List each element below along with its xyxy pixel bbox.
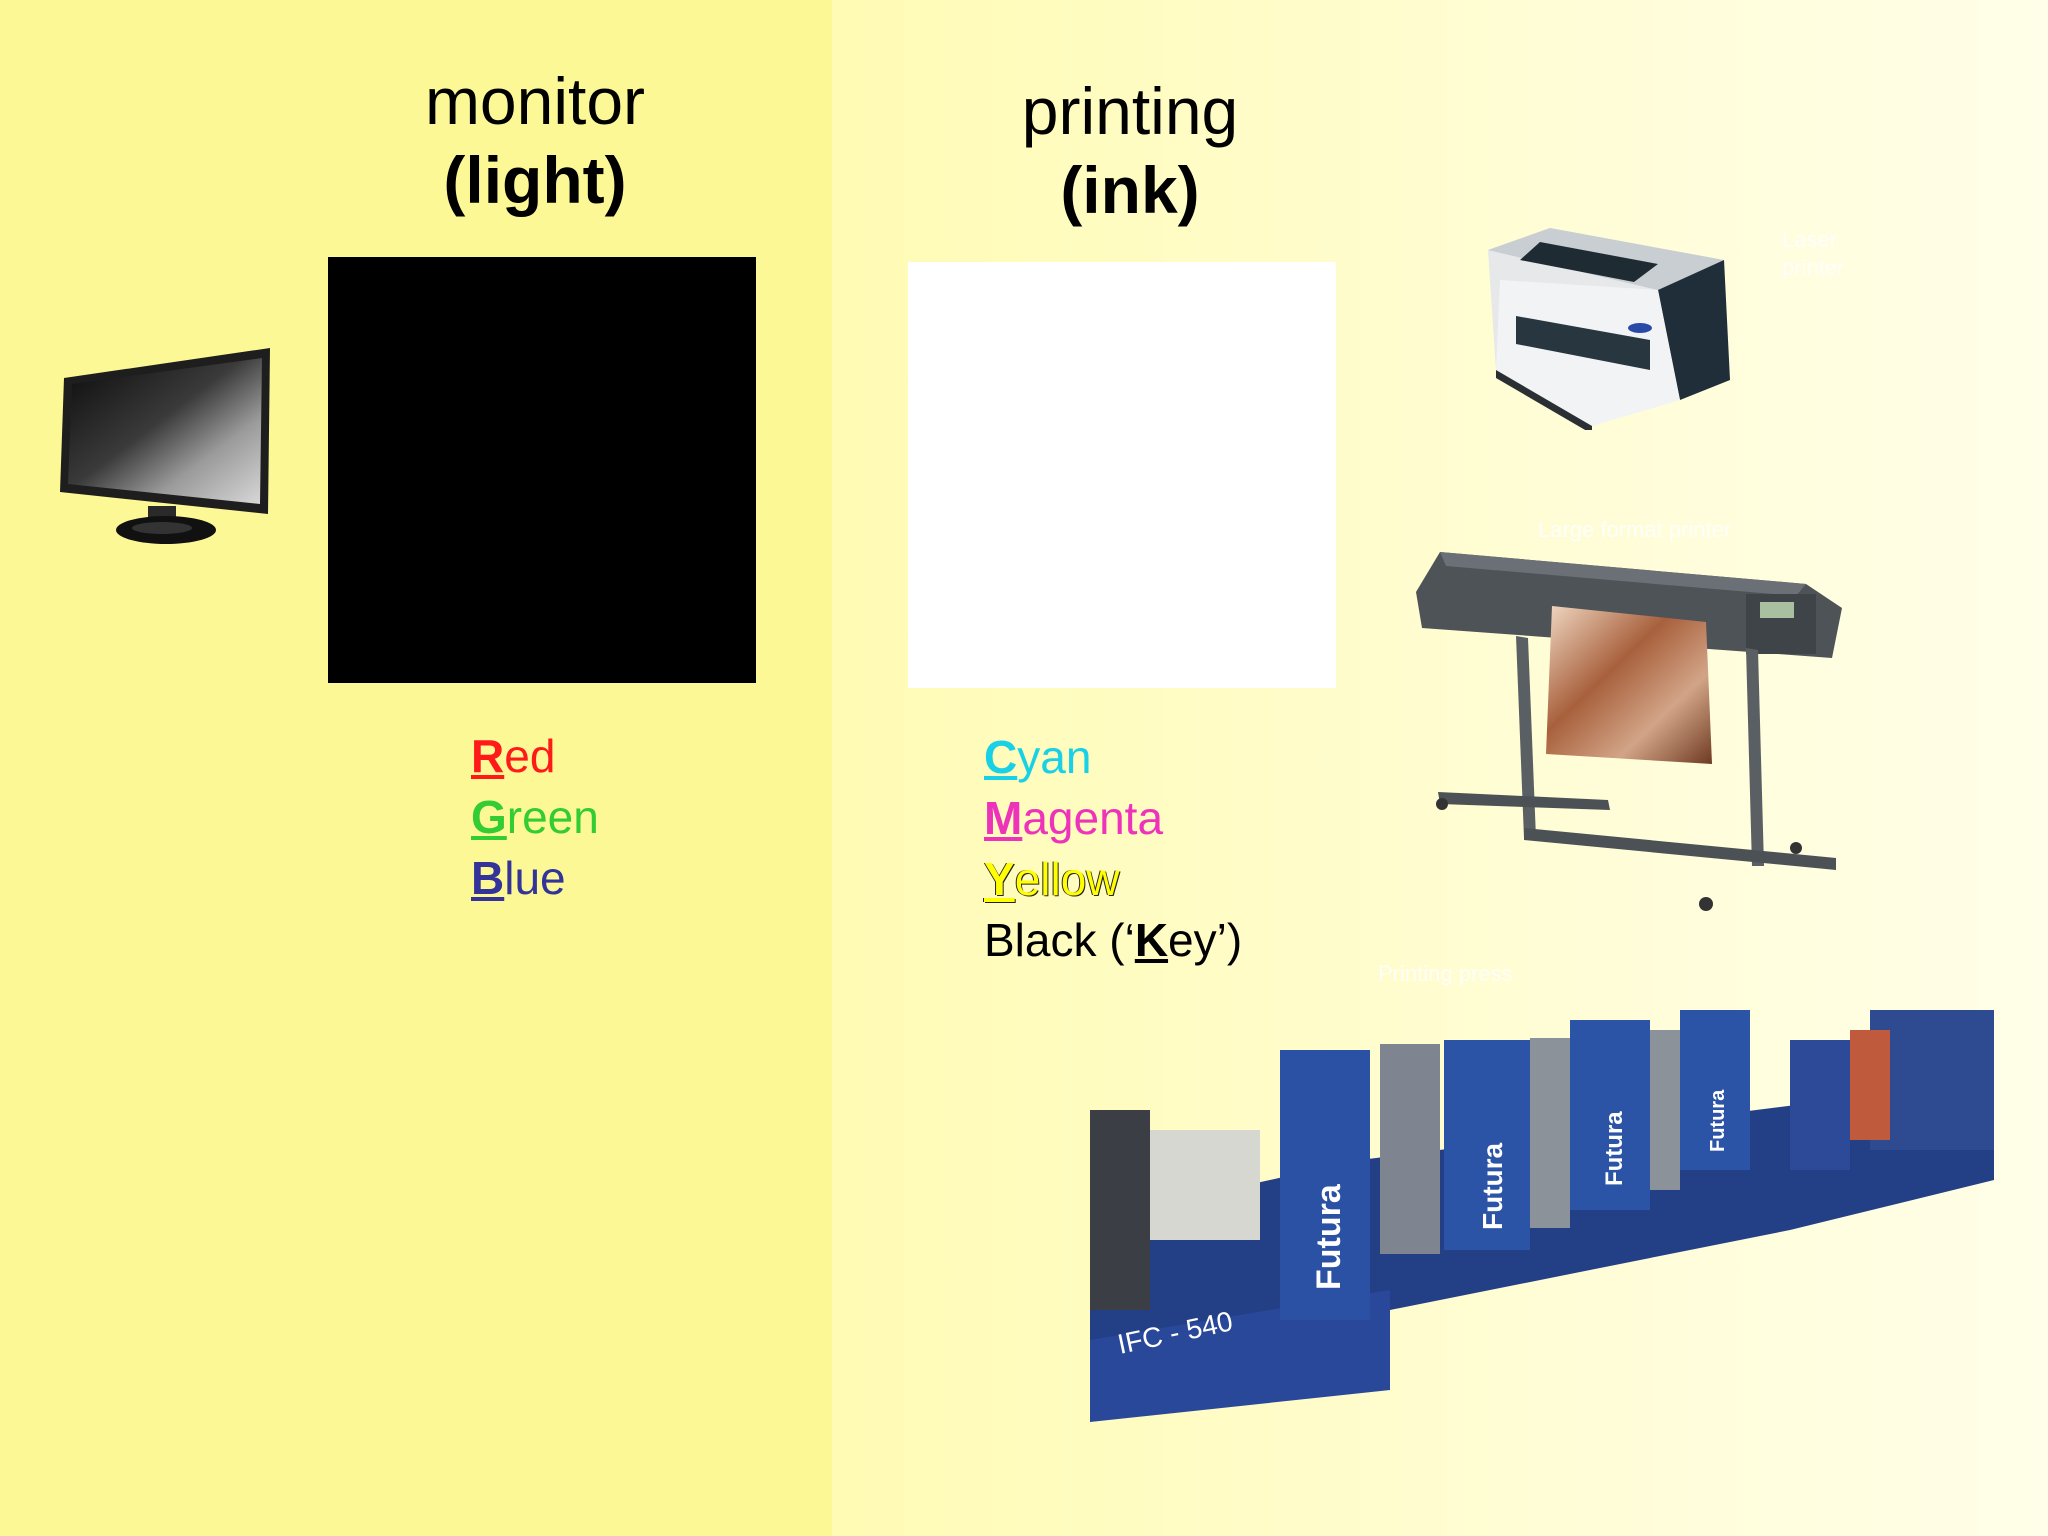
color-initial: G — [471, 791, 507, 843]
color-rest: ed — [504, 730, 556, 782]
printing-press-caption: Printing press — [1378, 961, 1513, 986]
color-item-yellow: Yellow — [984, 849, 1242, 910]
black-after: ey’) — [1168, 914, 1243, 966]
monitor-heading: monitor (light) — [380, 62, 690, 220]
color-item-red: Red — [471, 726, 599, 787]
printing-heading: printing (ink) — [980, 72, 1280, 230]
monitor-image — [60, 348, 270, 544]
color-rest: reen — [506, 791, 599, 843]
laser-printer-caption: Laser printer — [1782, 227, 1845, 280]
laser-printer-image — [1488, 228, 1730, 430]
color-item-black-key: Black (‘Key’) — [984, 910, 1242, 971]
press-brand-label-4: Futura — [1707, 1089, 1729, 1152]
monitor-title: monitor — [424, 64, 646, 138]
color-initial: C — [984, 731, 1018, 783]
rgb-color-list: Red Green Blue — [471, 726, 599, 909]
large-format-printer-caption: Large format printer — [1538, 517, 1732, 542]
color-item-green: Green — [471, 787, 599, 848]
color-rest: ellow — [1014, 853, 1120, 905]
black-before: Black (‘ — [984, 914, 1135, 966]
printing-title: printing — [1021, 74, 1239, 148]
color-item-cyan: Cyan — [984, 727, 1242, 788]
color-initial: B — [471, 852, 505, 904]
color-item-blue: Blue — [471, 848, 599, 909]
color-initial: R — [471, 730, 505, 782]
color-initial: M — [984, 792, 1023, 844]
cmyk-color-list: Cyan Magenta Yellow Black (‘Key’) — [984, 727, 1242, 971]
color-initial: K — [1134, 914, 1169, 966]
press-brand-label-1: Futura — [1310, 1183, 1348, 1290]
color-rest: lue — [504, 852, 566, 904]
monitor-panel — [0, 0, 832, 1536]
press-brand-label-3: Futura — [1601, 1111, 1628, 1186]
monitor-subtitle: (light) — [443, 143, 627, 218]
press-brand-label-2: Futura — [1477, 1142, 1508, 1230]
printing-press-image: Futura Futura Futura Futura IFC - 540 — [1090, 1010, 1994, 1422]
monitor-light-swatch — [328, 257, 756, 683]
large-format-printer-image — [1416, 552, 1842, 911]
printing-subtitle: (ink) — [1060, 153, 1200, 228]
color-initial: Y — [984, 853, 1015, 905]
printing-ink-swatch — [908, 262, 1336, 688]
color-rest: agenta — [1022, 792, 1164, 844]
color-rest: yan — [1017, 731, 1092, 783]
color-item-magenta: Magenta — [984, 788, 1242, 849]
